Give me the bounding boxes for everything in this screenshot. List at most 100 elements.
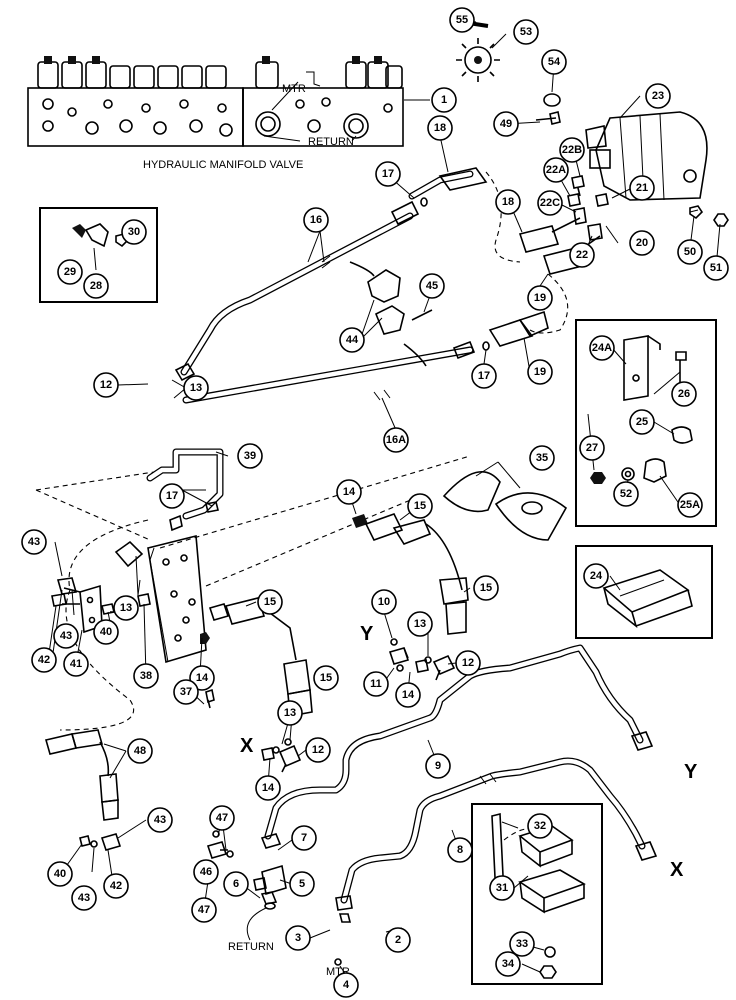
callout-18b: 18	[495, 189, 521, 215]
callout-14a: 14	[395, 682, 421, 708]
callout-43c: 43	[71, 885, 97, 911]
svg-text:5: 5	[299, 878, 305, 890]
svg-text:35: 35	[536, 452, 548, 464]
callout-17c: 17	[159, 483, 185, 509]
return-label: RETURN	[308, 136, 354, 148]
callout-1: 1	[431, 87, 457, 113]
callout-7: 7	[291, 825, 317, 851]
callout-19b: 19	[527, 359, 553, 385]
svg-text:29: 29	[64, 266, 76, 278]
callout-42b: 42	[103, 873, 129, 899]
svg-text:22B: 22B	[562, 144, 582, 156]
callout-40b: 40	[47, 861, 73, 887]
svg-text:28: 28	[90, 280, 102, 292]
svg-text:30: 30	[128, 226, 140, 238]
svg-text:45: 45	[426, 280, 438, 292]
callout-13c: 13	[183, 375, 209, 401]
svg-text:22C: 22C	[540, 197, 560, 209]
callout-16a: 16A	[383, 427, 409, 453]
svg-text:14: 14	[343, 486, 356, 498]
callout-29: 29	[57, 259, 83, 285]
callout-10: 10	[371, 589, 397, 615]
callout-43a: 43	[21, 529, 47, 555]
svg-text:12: 12	[462, 657, 474, 669]
callout-43b: 43	[53, 623, 79, 649]
x-right-marker: X	[670, 859, 684, 881]
callout-group: 1 2 3 4 5 6 7 8 9 10 11 12 12 12 13 13 1…	[21, 7, 729, 998]
callout-8: 8	[447, 837, 473, 863]
svg-text:48: 48	[134, 745, 146, 757]
callout-37: 37	[173, 679, 199, 705]
svg-text:17: 17	[382, 168, 394, 180]
callout-15d: 15	[313, 665, 339, 691]
svg-text:13: 13	[284, 707, 296, 719]
manifold-label: HYDRAULIC MANIFOLD VALVE	[143, 159, 303, 171]
svg-text:15: 15	[320, 672, 332, 684]
callout-24: 24	[583, 563, 609, 589]
callout-51: 51	[703, 255, 729, 281]
svg-text:32: 32	[534, 820, 546, 832]
callout-49: 49	[493, 111, 519, 137]
svg-text:21: 21	[636, 182, 648, 194]
callout-45: 45	[419, 273, 445, 299]
callout-14d: 14	[336, 479, 362, 505]
svg-text:13: 13	[190, 382, 202, 394]
mtr-label: MTR	[282, 83, 306, 95]
svg-text:46: 46	[200, 866, 212, 878]
svg-text:22A: 22A	[546, 164, 566, 176]
svg-text:14: 14	[402, 689, 415, 701]
callout-6: 6	[223, 871, 249, 897]
callout-23: 23	[645, 83, 671, 109]
callout-25a: 25A	[677, 492, 703, 518]
y-left-marker: Y	[360, 623, 374, 645]
svg-text:33: 33	[516, 938, 528, 950]
callout-5: 5	[289, 871, 315, 897]
channel-inset-box	[575, 545, 713, 639]
callout-18a: 18	[427, 115, 453, 141]
svg-text:17: 17	[166, 490, 178, 502]
callout-26: 26	[671, 381, 697, 407]
callout-39: 39	[237, 443, 263, 469]
callout-43d: 43	[147, 807, 173, 833]
svg-text:39: 39	[244, 450, 256, 462]
svg-text:9: 9	[435, 760, 441, 772]
callout-55: 55	[449, 7, 475, 33]
sprocket	[456, 38, 500, 82]
svg-text:42: 42	[110, 880, 122, 892]
svg-text:6: 6	[233, 878, 239, 890]
callout-46: 46	[193, 859, 219, 885]
callout-19a: 19	[527, 285, 553, 311]
callout-52: 52	[613, 481, 639, 507]
svg-text:13: 13	[414, 618, 426, 630]
callout-17a: 17	[375, 161, 401, 187]
callout-17b: 17	[471, 363, 497, 389]
svg-text:15: 15	[480, 582, 492, 594]
callout-54: 54	[541, 49, 567, 75]
callout-13b: 13	[277, 700, 303, 726]
svg-text:54: 54	[548, 56, 561, 68]
svg-text:47: 47	[198, 904, 210, 916]
svg-text:15: 15	[414, 500, 426, 512]
svg-text:12: 12	[100, 379, 112, 391]
svg-text:25: 25	[636, 416, 648, 428]
svg-text:19: 19	[534, 366, 546, 378]
callout-14b: 14	[255, 775, 281, 801]
svg-text:18: 18	[502, 196, 514, 208]
callout-44: 44	[339, 327, 365, 353]
callout-22c: 22C	[537, 190, 563, 216]
svg-text:26: 26	[678, 388, 690, 400]
svg-text:14: 14	[196, 672, 209, 684]
svg-text:55: 55	[456, 14, 468, 26]
callout-22a: 22A	[543, 157, 569, 183]
callout-15b: 15	[473, 575, 499, 601]
svg-text:20: 20	[636, 237, 648, 249]
svg-text:2: 2	[395, 934, 401, 946]
svg-text:17: 17	[478, 370, 490, 382]
callout-13a: 13	[407, 611, 433, 637]
svg-text:41: 41	[70, 658, 82, 670]
callout-22: 22	[569, 242, 595, 268]
callout-12c: 12	[93, 372, 119, 398]
callout-9: 9	[425, 753, 451, 779]
svg-text:43: 43	[28, 536, 40, 548]
callout-30: 30	[121, 219, 147, 245]
